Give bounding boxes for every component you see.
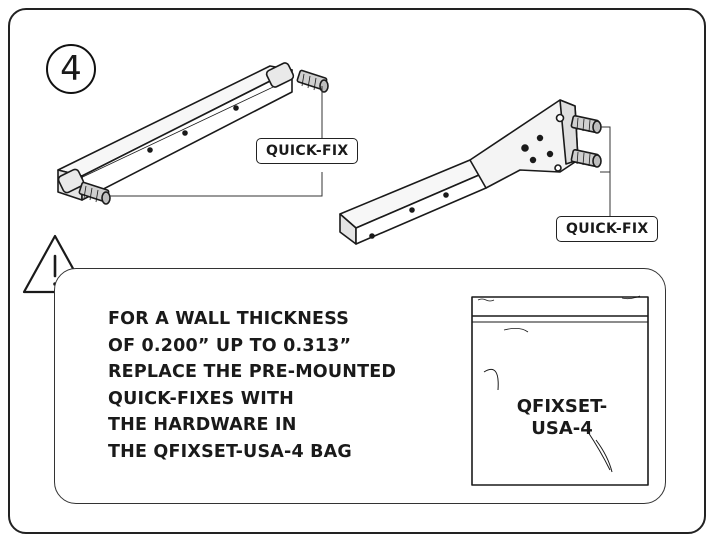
- warning-line: OF 0.200” UP TO 0.313”: [108, 335, 352, 356]
- warning-line: THE HARDWARE IN: [108, 415, 297, 435]
- right-leader-lines: [600, 126, 611, 216]
- warning-line: REPLACE THE PRE-MOUNTED: [108, 362, 397, 382]
- bag-label-line2: USA-4: [531, 418, 593, 439]
- quick-fix-label-left: QUICK-FIX: [256, 138, 359, 164]
- warning-text: FOR A WALL THICKNESS OF 0.200” UP TO 0.3…: [108, 306, 448, 465]
- quick-fix-label-right-text: QUICK-FIX: [566, 221, 649, 237]
- quick-fix-label-right: QUICK-FIX: [556, 216, 659, 242]
- quick-fix-label-left-text: QUICK-FIX: [266, 143, 349, 159]
- warning-line: FOR A WALL THICKNESS: [108, 309, 350, 329]
- bag-label-line1: QFIXSET-: [516, 396, 608, 417]
- right-bracket-bolt-bottom: [570, 149, 602, 168]
- left-bar-illustration: [57, 62, 329, 205]
- step-number-badge: 4: [46, 44, 96, 94]
- warning-line: QUICK-FIXES WITH: [108, 388, 294, 409]
- step-number: 4: [60, 49, 82, 89]
- warning-line: THE QFIXSET-USA-4 BAG: [108, 441, 352, 462]
- hardware-bag-label: QFIXSET- USA-4: [478, 396, 646, 440]
- right-bracket-illustration: [339, 99, 602, 245]
- left-bar-bolt-bottom: [78, 181, 111, 205]
